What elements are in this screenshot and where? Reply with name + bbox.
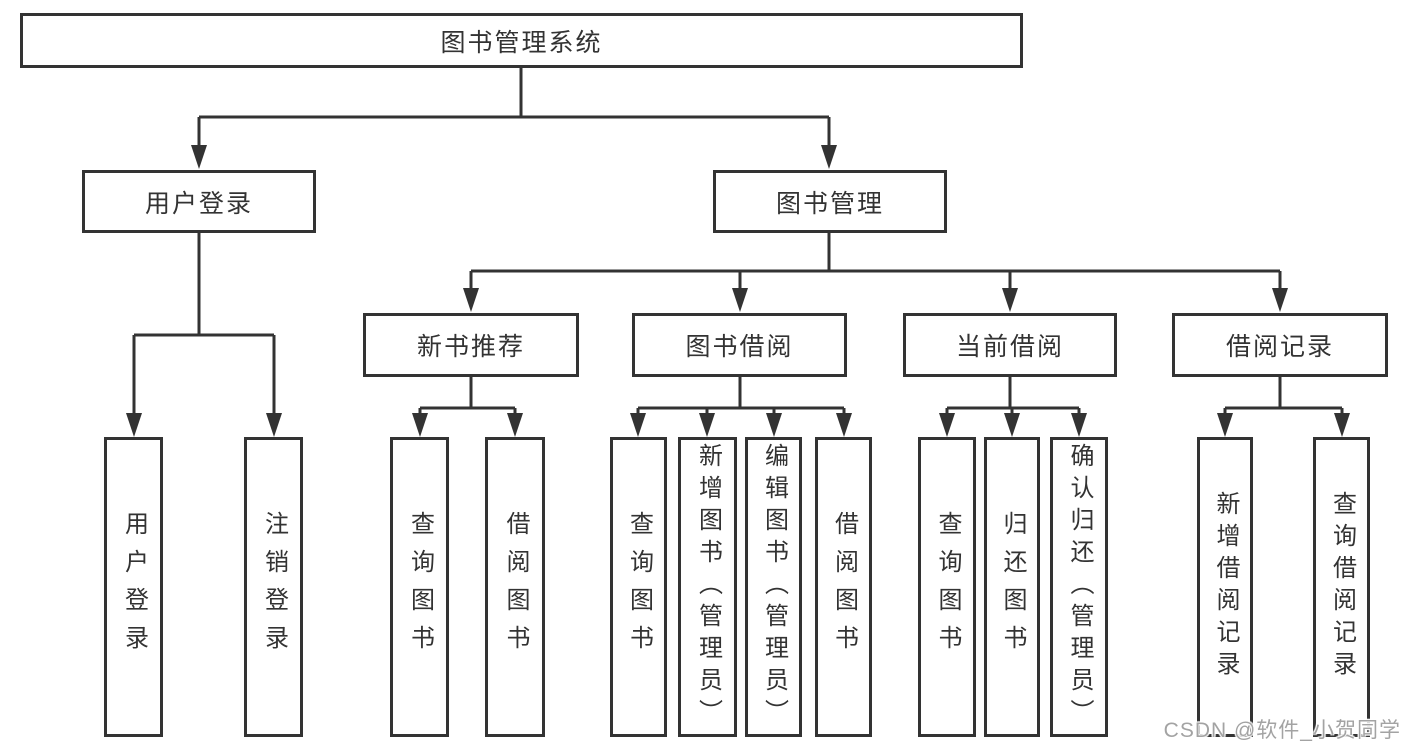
leaf-borrow-book-label: 借阅图书 — [830, 511, 858, 663]
node-current-borrow-label: 当前借阅 — [955, 333, 1064, 361]
node-library-system: 图书管理系统 — [20, 13, 1023, 68]
leaf-query-books-recommend-label: 查询图书 — [406, 511, 434, 663]
leaf-return-book-label: 归还图书 — [999, 511, 1026, 663]
leaf-add-book-admin: 新增图书（管理员） — [678, 437, 737, 737]
leaf-add-book-admin-label: 新增图书（管理员） — [694, 443, 722, 731]
node-book-management: 图书管理 — [713, 170, 947, 233]
node-new-book-recommend: 新书推荐 — [363, 313, 579, 377]
leaf-confirm-return-admin-label: 确认归还（管理员） — [1066, 443, 1093, 731]
leaf-edit-book-admin: 编辑图书（管理员） — [745, 437, 802, 737]
node-user-login-branch-label: 用户登录 — [144, 189, 253, 218]
leaf-return-book: 归还图书 — [984, 437, 1040, 737]
leaf-query-books-borrow-label: 查询图书 — [625, 511, 653, 663]
leaf-logout: 注销登录 — [244, 437, 303, 737]
node-user-login-branch: 用户登录 — [82, 170, 316, 233]
node-new-book-recommend-label: 新书推荐 — [416, 333, 525, 361]
leaf-user-login-label: 用户登录 — [120, 511, 148, 663]
node-book-borrow: 图书借阅 — [632, 313, 847, 377]
leaf-user-login: 用户登录 — [104, 437, 163, 737]
node-library-system-label: 图书管理系统 — [440, 28, 603, 57]
node-current-borrow: 当前借阅 — [903, 313, 1117, 377]
leaf-confirm-return-admin: 确认归还（管理员） — [1050, 437, 1108, 737]
csdn-watermark: CSDN @软件_小贺同学 — [1163, 719, 1401, 742]
leaf-query-books-recommend: 查询图书 — [390, 437, 449, 737]
leaf-add-borrow-record: 新增借阅记录 — [1197, 437, 1253, 737]
node-borrow-records-label: 借阅记录 — [1225, 333, 1334, 361]
leaf-edit-book-admin-label: 编辑图书（管理员） — [760, 443, 788, 731]
leaf-query-books-borrow: 查询图书 — [610, 437, 667, 737]
leaf-query-books-current: 查询图书 — [918, 437, 976, 737]
leaf-query-books-current-label: 查询图书 — [934, 511, 961, 663]
leaf-borrow-books-recommend: 借阅图书 — [485, 437, 545, 737]
leaf-logout-label: 注销登录 — [260, 511, 288, 663]
leaf-query-borrow-record-label: 查询借阅记录 — [1328, 491, 1356, 683]
leaf-query-borrow-record: 查询借阅记录 — [1313, 437, 1370, 737]
node-book-borrow-label: 图书借阅 — [685, 333, 794, 361]
leaf-add-borrow-record-label: 新增借阅记录 — [1212, 491, 1239, 683]
node-borrow-records: 借阅记录 — [1172, 313, 1388, 377]
leaf-borrow-book: 借阅图书 — [815, 437, 872, 737]
leaf-borrow-books-recommend-label: 借阅图书 — [502, 511, 529, 663]
node-book-management-label: 图书管理 — [775, 189, 884, 218]
